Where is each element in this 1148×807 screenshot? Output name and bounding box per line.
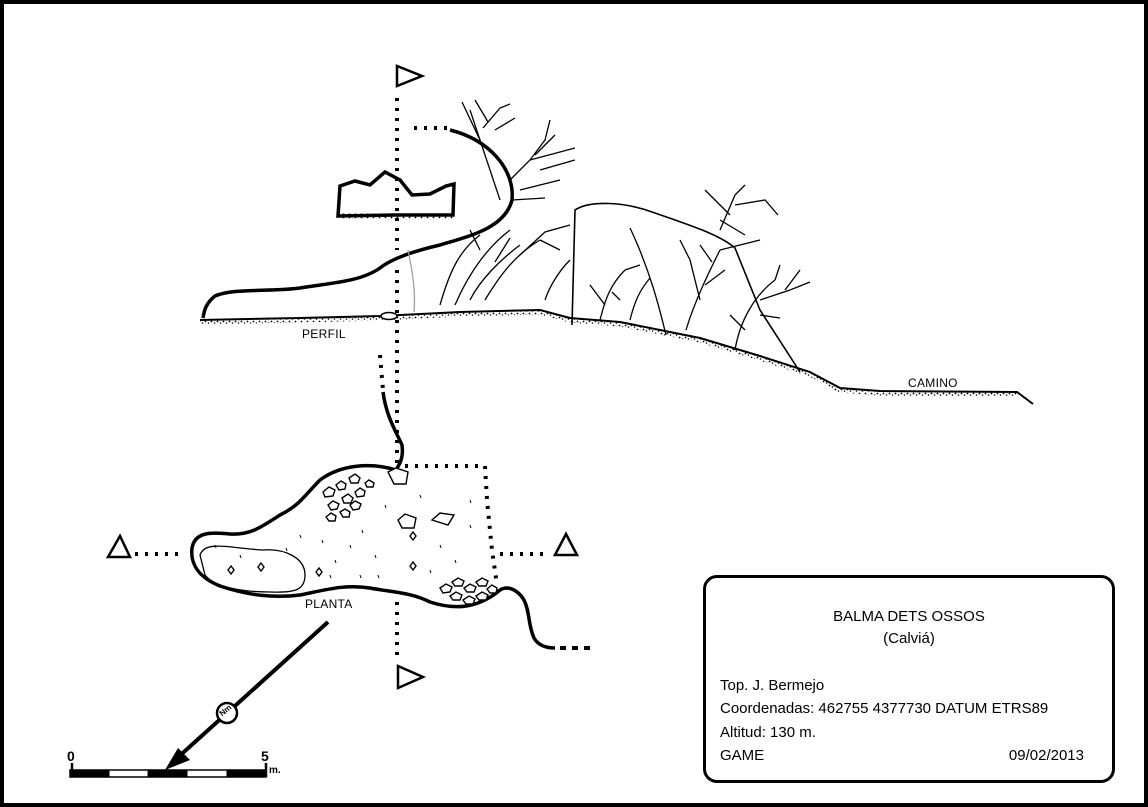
altitude: Altitud: 130 m. bbox=[720, 724, 816, 741]
chamber-shading-outline bbox=[199, 545, 306, 593]
scale-start-label: 0 bbox=[67, 748, 75, 764]
section-marker-left-icon bbox=[105, 533, 132, 559]
scale-bar bbox=[69, 763, 268, 778]
vegetation-lines bbox=[439, 99, 811, 351]
section-marker-right-icon bbox=[552, 531, 580, 557]
survey-group: GAME bbox=[720, 747, 765, 764]
section-marker-bottom-icon bbox=[396, 664, 427, 690]
north-arrow bbox=[165, 620, 330, 770]
boulders bbox=[227, 467, 498, 605]
topographer: Top. J. Bermejo bbox=[720, 677, 825, 694]
plan-label: PLANTA bbox=[305, 597, 353, 611]
scale-unit-label: m. bbox=[269, 765, 281, 776]
plan-entrance-wall bbox=[381, 391, 405, 471]
scale-end-label: 5 bbox=[261, 748, 269, 764]
cave-plan-outline bbox=[190, 463, 556, 650]
profile-section bbox=[199, 64, 1034, 480]
north-badge bbox=[215, 701, 239, 725]
coordinates: Coordenadas: 462755 4377730 DATUM ETRS89 bbox=[720, 700, 1049, 717]
profile-label: PERFIL bbox=[302, 327, 346, 341]
cave-title: BALMA DETS OSSOS bbox=[833, 608, 985, 625]
rock-block-outline bbox=[571, 202, 801, 373]
ground-stone bbox=[380, 311, 398, 321]
cave-profile-outline bbox=[201, 128, 514, 319]
municipality: (Calviá) bbox=[883, 630, 935, 647]
north-arrowhead-icon bbox=[165, 748, 190, 770]
survey-date: 09/02/2013 bbox=[1008, 747, 1084, 764]
floor-speckles bbox=[214, 494, 472, 579]
path-label: CAMINO bbox=[908, 376, 958, 390]
title-block: BALMA DETS OSSOS (Calviá) Top. J. Bermej… bbox=[703, 575, 1115, 783]
section-marker-top-icon bbox=[395, 64, 426, 88]
plan-section bbox=[105, 354, 590, 690]
